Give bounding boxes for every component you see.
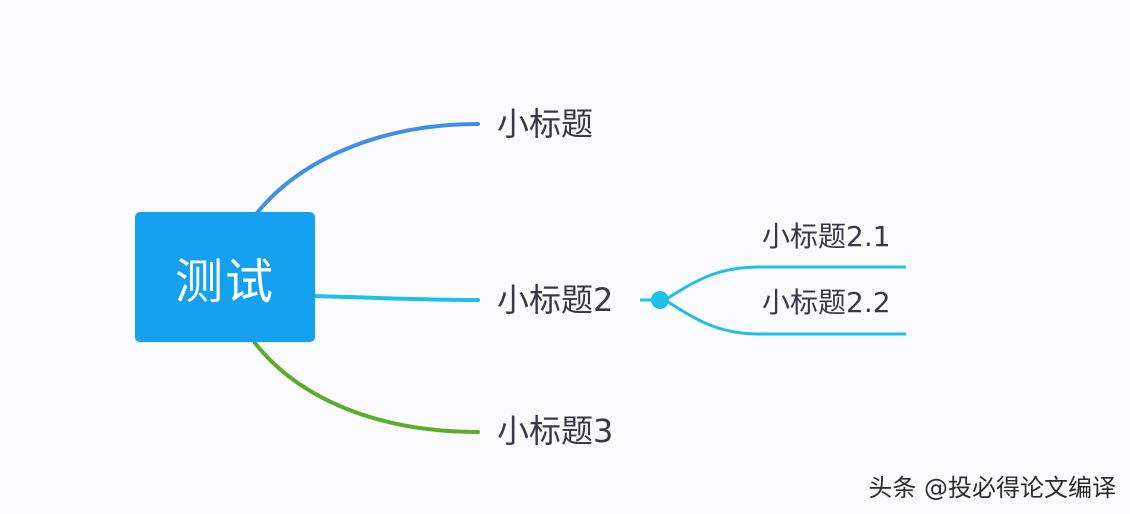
- topic-label: 小标题2: [497, 281, 614, 319]
- topic-node-3[interactable]: 小标题3: [497, 415, 613, 447]
- topic-label: 小标题3: [497, 412, 614, 450]
- sub-branch-line-2-2: [667, 300, 906, 336]
- branch-line-topic-1: [255, 122, 480, 215]
- watermark: 头条 @投必得论文编译: [868, 474, 1116, 502]
- subtopic-node-2-2[interactable]: 小标题2.2: [762, 289, 891, 317]
- topic-node-2[interactable]: 小标题2: [497, 284, 613, 316]
- subtopic-label: 小标题2.1: [762, 220, 891, 253]
- branch-node-dot[interactable]: [651, 291, 669, 309]
- topic-label: 小标题: [497, 105, 594, 143]
- branch-line-topic-3: [253, 341, 480, 434]
- central-topic[interactable]: 测试: [135, 212, 315, 342]
- sub-branch-line-2-1: [667, 265, 906, 300]
- subtopic-node-2-1[interactable]: 小标题2.1: [762, 223, 891, 251]
- subtopic-label: 小标题2.2: [762, 286, 891, 319]
- topic-node-1[interactable]: 小标题: [497, 108, 593, 140]
- central-topic-label: 测试: [174, 254, 275, 310]
- branch-line-topic-2: [313, 294, 480, 302]
